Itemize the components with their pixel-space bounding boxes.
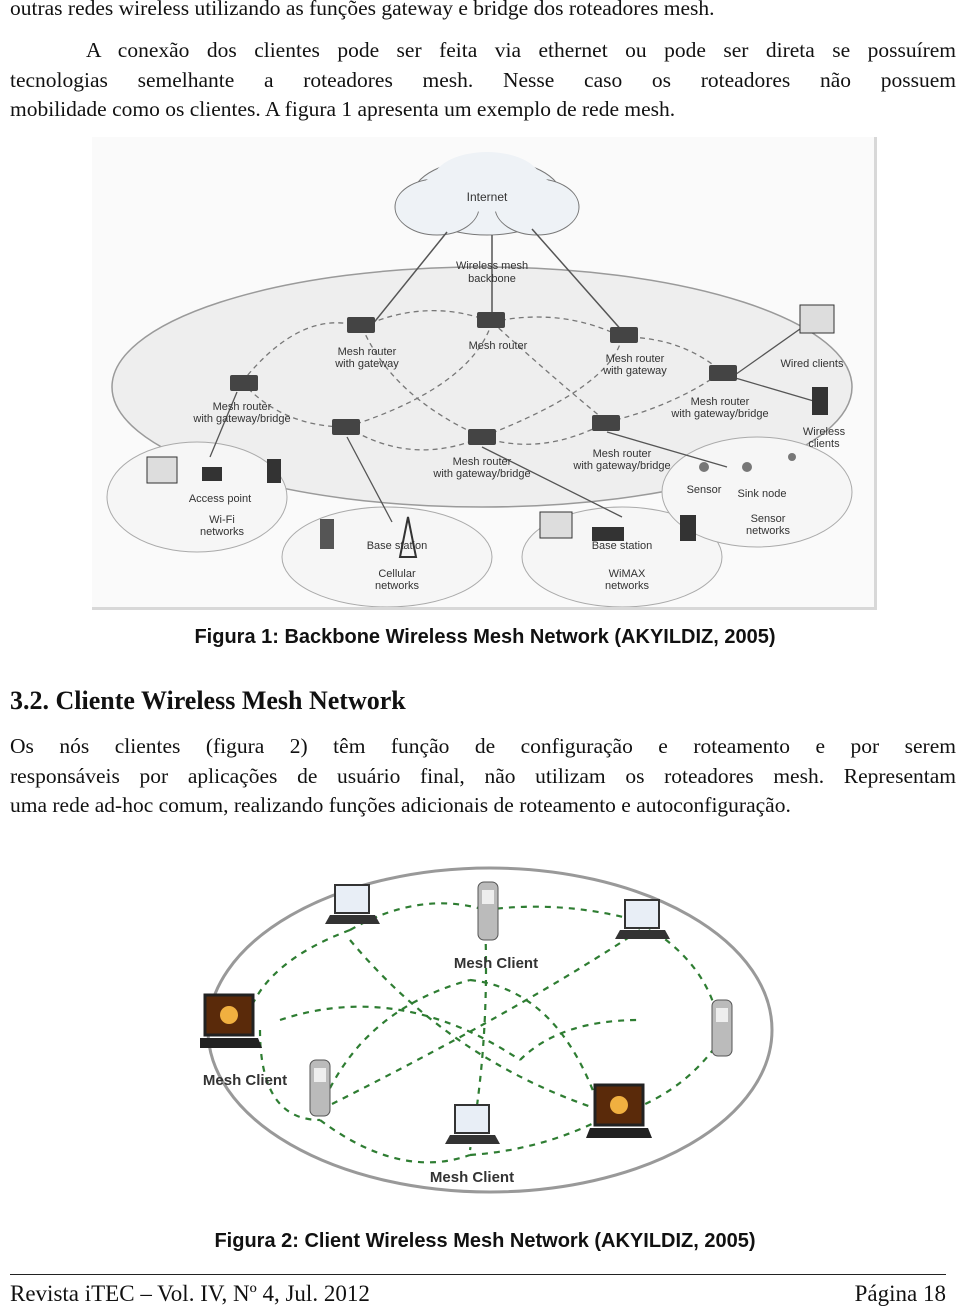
text-line: mobilidade como os clientes. A figura 1 …	[10, 97, 676, 121]
cellular-networks-label: Cellular	[378, 568, 416, 580]
sink-node-label: Sink node	[738, 488, 787, 500]
laptop-icon	[146, 456, 178, 484]
wireless-clients-label: Wireless	[803, 426, 846, 438]
backbone-mesh-svg: Internet	[106, 152, 853, 608]
phone-icon	[320, 519, 334, 549]
router-icon	[332, 419, 360, 435]
router-label: with gateway	[334, 358, 399, 370]
pda-icon	[711, 999, 733, 1057]
router-label: Mesh router	[691, 396, 750, 408]
laptop-icon	[539, 511, 573, 539]
router-label: Mesh router	[469, 340, 528, 352]
sensor-icon	[699, 462, 709, 472]
footer-page-number: Página 18	[854, 1281, 946, 1306]
internet-links	[371, 228, 625, 334]
router-label: with gateway/bridge	[670, 408, 768, 420]
router-icon	[230, 375, 258, 391]
mesh-routers	[230, 312, 737, 445]
client-devices	[146, 304, 835, 558]
sensor-networks-label: networks	[746, 525, 791, 537]
wimax-networks-label: networks	[605, 580, 650, 592]
router-icon	[477, 312, 505, 328]
router-icon	[592, 415, 620, 431]
pda-icon	[309, 1059, 331, 1117]
router-label: with gateway/bridge	[192, 413, 290, 425]
figure2-caption: Figura 2: Client Wireless Mesh Network (…	[214, 1230, 756, 1252]
laptop-icon	[325, 884, 380, 924]
client-devices-fig2	[196, 881, 733, 1144]
router-label: Mesh router	[593, 448, 652, 460]
paragraph-client-mesh: Os nós clientes (figura 2) têm função de…	[10, 732, 956, 821]
backbone-labels: Wireless mesh backbone Mesh router with …	[189, 260, 846, 592]
router-icon	[468, 429, 496, 445]
pda-icon	[812, 387, 828, 415]
figure-backbone-mesh-diagram: Internet	[92, 137, 877, 610]
router-label: Mesh router	[453, 456, 512, 468]
backbone-ellipse	[111, 266, 853, 508]
sensor-networks-label: Sensor	[751, 513, 786, 525]
internet-label: Internet	[467, 190, 508, 204]
footer-journal: Revista iTEC – Vol. IV, Nº 4, Jul. 2012	[10, 1281, 370, 1306]
wimax-networks-label: WiMAX	[609, 568, 646, 580]
sensor-icon	[788, 453, 796, 461]
paragraph-intro-fragment: outras redes wireless utilizando as funç…	[10, 0, 956, 24]
base-station-label: Base station	[592, 540, 653, 552]
router-icon	[610, 327, 638, 343]
wireless-clients-label: clients	[808, 438, 840, 450]
mesh-client-label: Mesh Client	[203, 1072, 287, 1089]
text-line: tecnologias semelhante a roteadores mesh…	[10, 67, 956, 92]
text-line: A conexão dos clientes pode ser feita vi…	[86, 38, 956, 62]
sensor-label: Sensor	[687, 484, 722, 496]
text-line: Os nós clientes (figura 2) têm função de…	[10, 734, 956, 758]
base-station-label: Base station	[367, 540, 428, 552]
base-station-icon	[592, 527, 624, 541]
backbone-label: Wireless mesh	[456, 260, 528, 272]
router-label: Mesh router	[213, 401, 272, 413]
text-line: uma rede ad-hoc comum, realizando funçõe…	[10, 793, 791, 817]
text-line: responsáveis por aplicações de usuário f…	[10, 763, 956, 788]
paragraph-client-connection: A conexão dos clientes pode ser feita vi…	[10, 36, 956, 125]
router-label: with gateway/bridge	[432, 468, 530, 480]
monitor-icon	[799, 304, 835, 334]
figure-client-mesh-diagram: Mesh Client Mesh Client Mesh Client	[196, 860, 780, 1210]
mesh-client-label: Mesh Client	[454, 955, 538, 972]
router-label: Mesh router	[338, 346, 397, 358]
sensor-network-bubble	[661, 436, 853, 548]
tower-icon	[398, 516, 418, 558]
sink-node-icon	[742, 462, 752, 472]
client-dashed-links	[248, 902, 722, 1164]
client-labels: Mesh Client Mesh Client Mesh Client	[203, 955, 538, 1186]
router-label: with gateway/bridge	[572, 460, 670, 472]
page-footer: Revista iTEC – Vol. IV, Nº 4, Jul. 2012 …	[10, 1274, 946, 1309]
wifi-networks-label: Wi-Fi	[209, 514, 235, 526]
section-heading: 3.2. Cliente Wireless Mesh Network	[10, 686, 406, 715]
backbone-label: backbone	[468, 273, 516, 285]
router-label: Mesh router	[606, 353, 665, 365]
text-line: outras redes wireless utilizando as funç…	[10, 0, 715, 20]
laptop-icon	[196, 993, 262, 1048]
pda-icon	[680, 515, 696, 541]
pda-icon	[477, 881, 499, 941]
access-point-icon	[202, 467, 222, 481]
router-label: with gateway	[602, 365, 667, 377]
figure1-caption: Figura 1: Backbone Wireless Mesh Network…	[194, 626, 776, 648]
client-mesh-svg: Mesh Client Mesh Client Mesh Client	[196, 866, 774, 1194]
laptop-icon	[615, 899, 670, 939]
router-icon	[709, 365, 737, 381]
internet-cloud	[394, 152, 580, 236]
cellular-networks-label: networks	[375, 580, 420, 592]
router-icon	[347, 317, 375, 333]
access-point-label: Access point	[189, 493, 251, 505]
pda-icon	[267, 459, 281, 483]
laptop-icon	[586, 1083, 652, 1138]
cellular-network-bubble	[281, 506, 493, 608]
wired-clients-label: Wired clients	[781, 358, 844, 370]
mesh-client-label: Mesh Client	[430, 1169, 514, 1186]
wifi-networks-label: networks	[200, 526, 245, 538]
laptop-icon	[445, 1104, 500, 1144]
